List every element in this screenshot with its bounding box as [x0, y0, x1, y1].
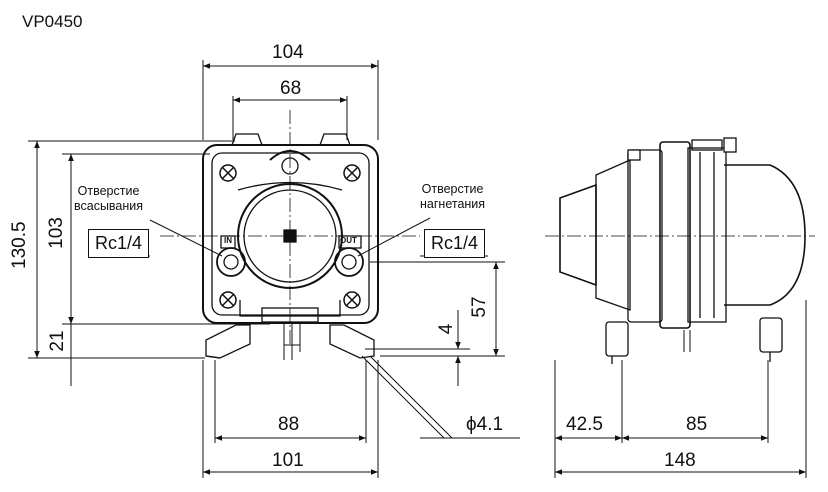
dim-foot-spacing: 88: [278, 414, 300, 435]
pump-body: [202, 144, 379, 324]
dim-port-spacing: 68: [280, 78, 302, 99]
front-dimensions: [28, 60, 520, 478]
model-title: VP0450: [22, 12, 83, 31]
front-view: [160, 110, 420, 360]
inlet-thread: Rc1/4: [88, 229, 150, 258]
out-mark: OUT: [340, 236, 357, 245]
outlet-label: Отверстие нагнетания: [420, 182, 486, 211]
corner-screw: [219, 164, 361, 309]
inlet-port: [216, 247, 246, 277]
dim-height-body: 103: [46, 217, 67, 249]
side-view: [545, 137, 815, 364]
dim-foot-thickness: 4: [436, 323, 457, 335]
dim-total-length: 148: [664, 450, 696, 471]
dim-mount-spacing: 85: [686, 414, 708, 435]
diaphragm-housing: [687, 147, 727, 323]
side-foot: [605, 321, 629, 357]
dim-hole-diameter: ϕ4.1: [466, 414, 504, 435]
mount-foot: [205, 324, 251, 359]
dim-port-height: 57: [469, 296, 490, 318]
dim-width-top: 104: [272, 42, 304, 63]
outlet-thread: Rc1/4: [424, 229, 486, 258]
dim-base-width: 101: [272, 450, 304, 471]
side-cover-left: [559, 183, 597, 287]
dim-offset: 42.5: [566, 414, 603, 435]
outlet-port: [334, 247, 364, 277]
dim-height-total: 130.5: [9, 221, 30, 269]
inlet-label: Отверстие всасывания: [74, 184, 144, 213]
in-mark: IN: [224, 236, 232, 245]
side-dimensions: [554, 300, 807, 478]
dim-base-height: 21: [47, 330, 68, 352]
